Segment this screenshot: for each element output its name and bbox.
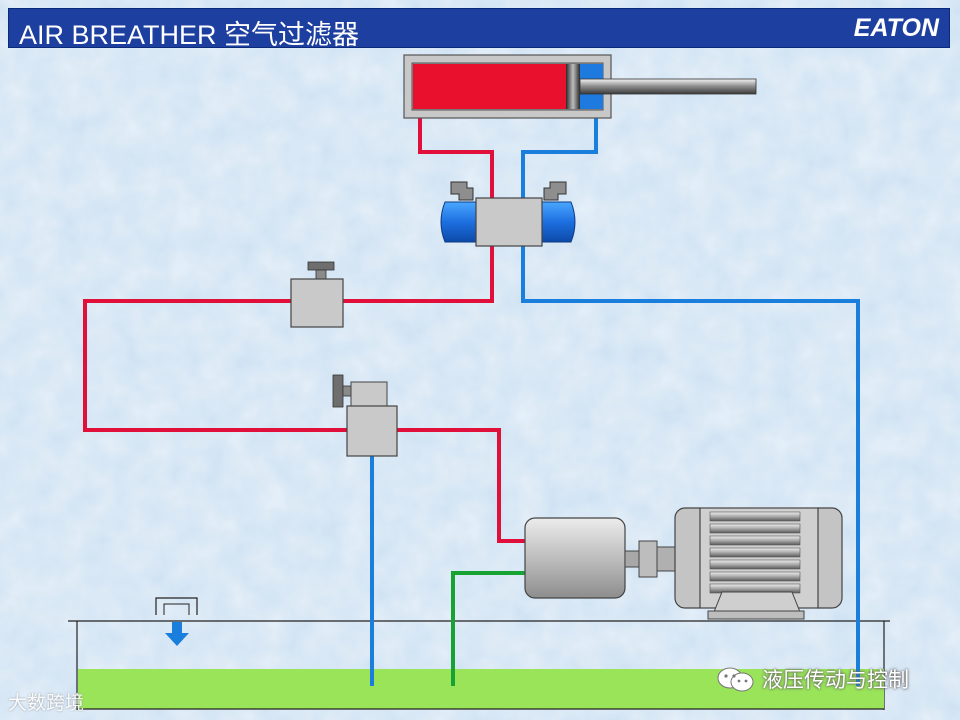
relief-valve-body: [346, 405, 398, 457]
directional-control-valve: [440, 181, 576, 247]
flow-control-valve: [290, 261, 344, 328]
header-bar: AIR BREATHER 空气过滤器 EATON: [8, 8, 950, 50]
valve-body: [475, 197, 543, 247]
watermark-right: 液压传动与控制: [762, 668, 909, 692]
electric-motor: [674, 507, 843, 620]
watermark-left: 大数跨境: [8, 692, 85, 714]
return-line-to-tank: [521, 246, 860, 686]
adjustment-knob: [307, 261, 335, 271]
brand-logo: EATON: [853, 14, 939, 42]
solenoid-left: [440, 201, 477, 243]
relief-valve: [332, 374, 398, 457]
pressure-line-pump-outlet: [397, 428, 525, 543]
cylinder-cap-chamber: [413, 64, 566, 109]
air-breather: [155, 597, 198, 646]
piston: [566, 64, 580, 109]
return-line-cylinder-rod: [521, 113, 598, 198]
hydraulic-pump: [524, 517, 640, 599]
pressure-line-cylinder-cap: [418, 113, 494, 198]
motor-cooling-fins: [709, 511, 801, 594]
motor-mount-base: [713, 591, 801, 613]
flow-control-valve-body: [290, 278, 344, 328]
page-title: AIR BREATHER 空气过滤器: [19, 20, 360, 50]
pressure-line-valve-to-loop: [343, 246, 494, 303]
solenoid-right: [541, 201, 576, 243]
hydraulic-cylinder: [403, 54, 757, 119]
piston-rod: [579, 78, 757, 95]
pressure-line-loop: [83, 299, 347, 432]
relief-adjustment-knob: [332, 374, 344, 408]
suction-line: [451, 571, 525, 686]
down-arrow-icon: [165, 622, 189, 646]
shaft-coupling: [638, 540, 676, 578]
wechat-icon: [717, 667, 754, 692]
